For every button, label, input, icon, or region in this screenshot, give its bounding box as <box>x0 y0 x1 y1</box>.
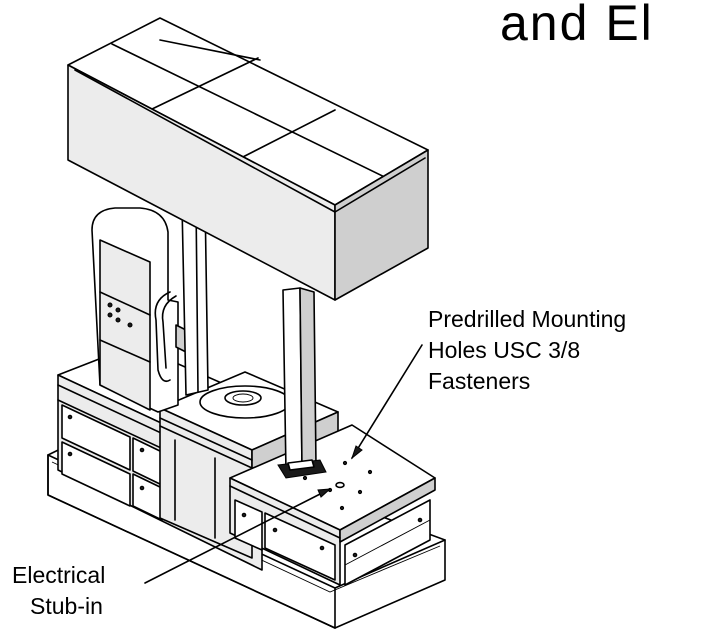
callout-line: Fasteners <box>428 368 530 394</box>
canopy <box>67 17 429 301</box>
callout-electrical: Electrical Stub-in <box>12 488 332 619</box>
leader-line <box>144 489 329 584</box>
arrowhead-icon <box>350 445 363 460</box>
front-column <box>277 287 327 479</box>
fuel-dispenser <box>91 207 187 413</box>
callout-line: Electrical <box>12 562 105 588</box>
callout-line: Predrilled Mounting <box>428 306 626 332</box>
leader-line <box>351 344 423 459</box>
island-fuel-dispenser-canopy-line-drawing-icon <box>47 17 446 629</box>
callout-mounting-holes: Predrilled Mounting Holes USC 3/8 Fasten… <box>350 306 626 460</box>
mounting-pad <box>229 424 436 586</box>
page-heading: and El <box>500 0 654 51</box>
arrowhead-icon <box>317 488 332 498</box>
callout-line: Holes USC 3/8 <box>428 337 580 363</box>
callout-line: Stub-in <box>30 593 103 619</box>
